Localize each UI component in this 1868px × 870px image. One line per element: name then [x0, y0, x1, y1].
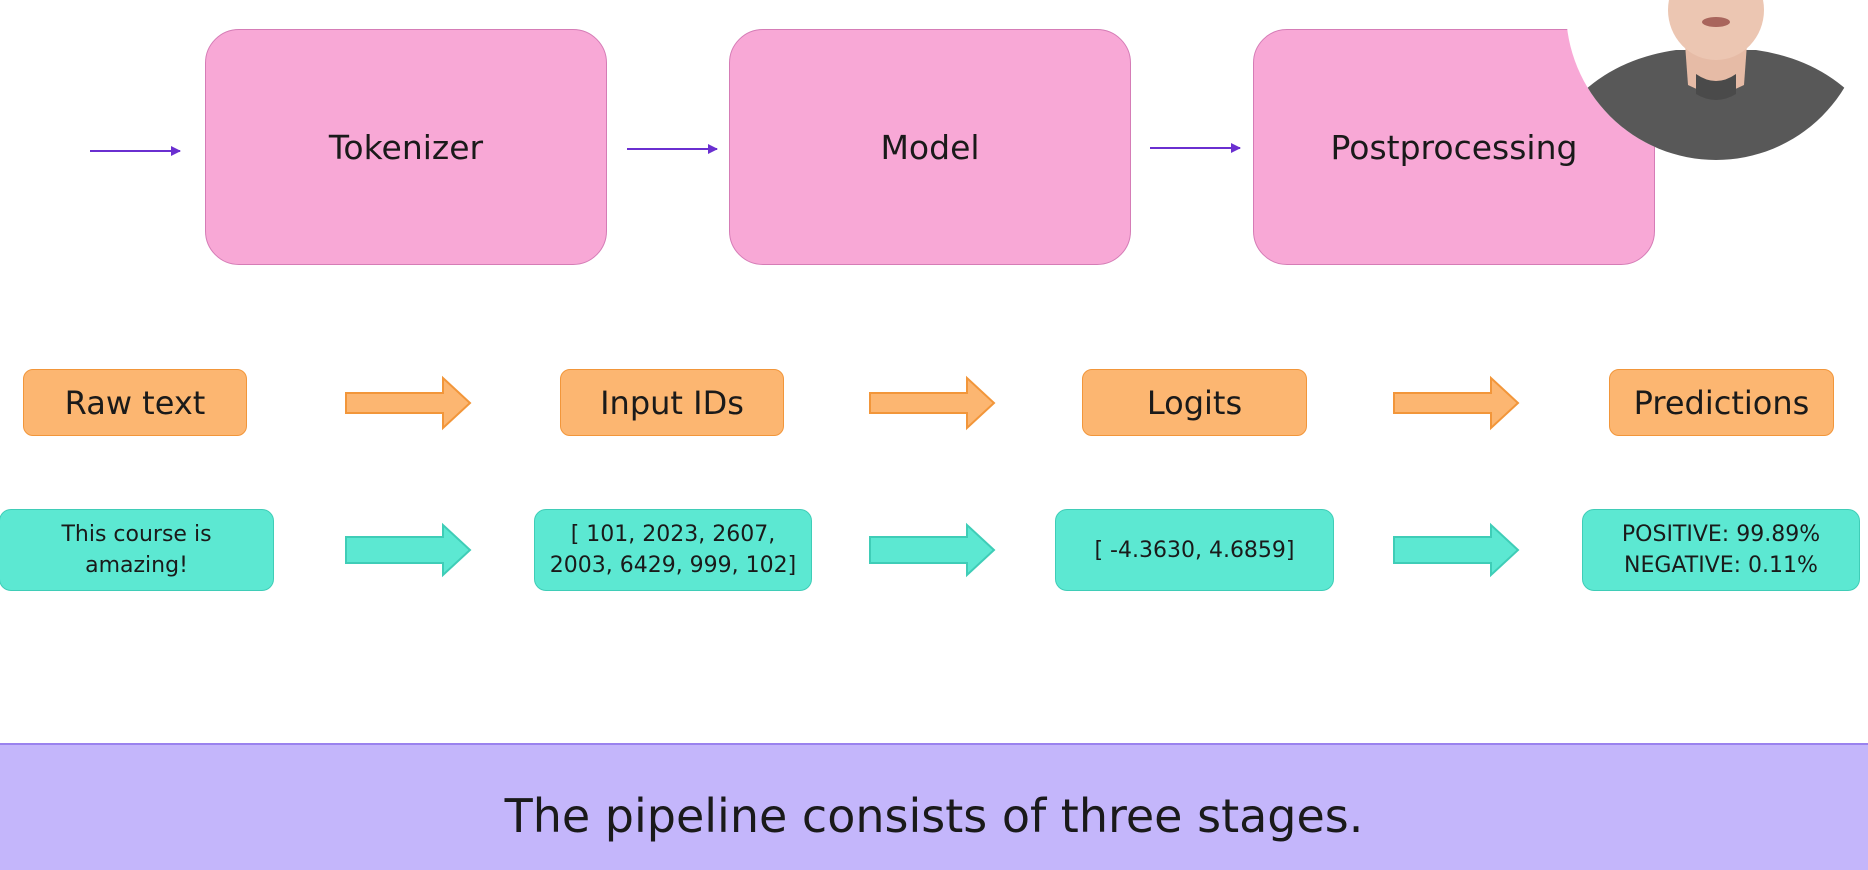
- stage-model-label: Model: [880, 127, 980, 167]
- io-predictions-label: Predictions: [1633, 383, 1810, 422]
- presenter-avatar: [1566, 0, 1866, 160]
- example-input-ids: [ 101, 2023, 2607, 2003, 6429, 999, 102]: [534, 509, 812, 591]
- orange-arrow-2: [869, 375, 996, 431]
- example-input-ids-value: [ 101, 2023, 2607, 2003, 6429, 999, 102]: [549, 522, 797, 578]
- io-raw-text-label: Raw text: [64, 383, 206, 422]
- example-logits-value: [ -4.3630, 4.6859]: [1094, 537, 1295, 563]
- caption-bar: The pipeline consists of three stages.: [0, 743, 1868, 870]
- stage-tokenizer: Tokenizer: [205, 29, 607, 265]
- io-raw-text: Raw text: [23, 369, 247, 436]
- teal-arrow-1: [345, 522, 472, 578]
- io-logits: Logits: [1082, 369, 1307, 436]
- orange-arrow-3: [1393, 375, 1520, 431]
- io-logits-label: Logits: [1146, 383, 1243, 422]
- presenter-webcam: [1566, 0, 1866, 160]
- example-predictions: POSITIVE: 99.89% NEGATIVE: 0.11%: [1582, 509, 1860, 591]
- stage-postprocessing-label: Postprocessing: [1330, 127, 1578, 167]
- example-predictions-value: POSITIVE: 99.89% NEGATIVE: 0.11%: [1621, 522, 1821, 578]
- io-input-ids-label: Input IDs: [600, 383, 744, 422]
- example-raw-text: This course is amazing!: [0, 509, 274, 591]
- example-logits: [ -4.3630, 4.6859]: [1055, 509, 1334, 591]
- teal-arrow-2: [869, 522, 996, 578]
- io-predictions: Predictions: [1609, 369, 1834, 436]
- stage-model: Model: [729, 29, 1131, 265]
- teal-arrow-3: [1393, 522, 1520, 578]
- stage-tokenizer-label: Tokenizer: [328, 127, 484, 167]
- orange-arrow-1: [345, 375, 472, 431]
- io-input-ids: Input IDs: [560, 369, 784, 436]
- example-raw-text-value: This course is amazing!: [61, 522, 212, 578]
- caption-text: The pipeline consists of three stages.: [504, 788, 1364, 843]
